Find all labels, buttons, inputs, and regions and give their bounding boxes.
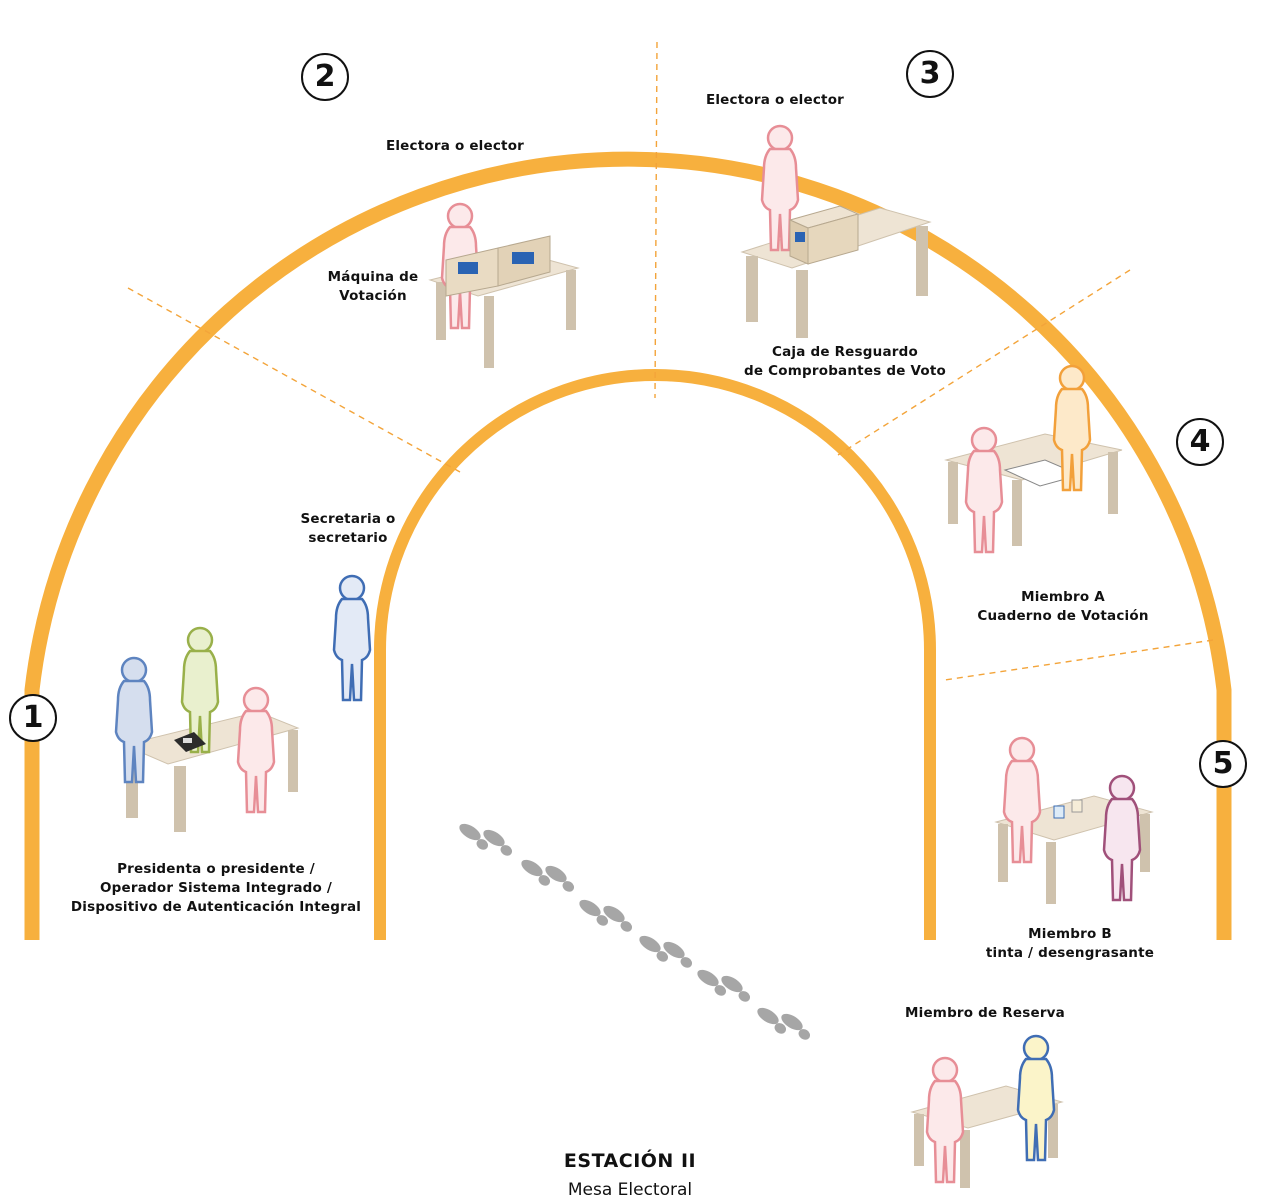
station-badge-4: 4 (1176, 418, 1224, 466)
station-title: ESTACIÓN II (563, 1150, 697, 1172)
voter-figure-5 (1002, 736, 1042, 864)
footprints-icon (455, 820, 815, 1042)
label-miembro-a: Miembro A Cuaderno de Votación (977, 589, 1149, 624)
voting-machine-icon (445, 235, 551, 297)
station-badge-1: 1 (9, 694, 57, 742)
station-badge-5: 5 (1199, 740, 1247, 788)
label-miembro-b: Miembro B tinta / desengrasante (985, 926, 1155, 961)
president-figure (114, 656, 154, 784)
label-president: Presidenta o presidente / Operador Siste… (70, 861, 362, 915)
fingerprint-device-icon (174, 732, 206, 752)
label-elector-3: Electora o elector (705, 92, 845, 108)
miembro-b-figure (1102, 774, 1142, 902)
station-badge-2: 2 (301, 53, 349, 101)
label-reserve: Miembro de Reserva (904, 1005, 1065, 1021)
outer-arch (24, 151, 1232, 940)
station-badge-3: 3 (906, 50, 954, 98)
inner-arch (374, 369, 936, 940)
label-elector-2: Electora o elector (385, 138, 525, 154)
ballot-box-icon (788, 205, 860, 265)
label-voting-machine: Máquina de Votación (327, 269, 419, 304)
label-secretary: Secretaria o secretario (300, 511, 396, 546)
elector-figure-1 (236, 686, 276, 814)
label-ballot-box: Caja de Resguardo de Comprobantes de Vot… (744, 344, 946, 379)
station-subtitle: Mesa Electoral (567, 1180, 693, 1200)
ink-cup-icon (1053, 799, 1083, 819)
voter-figure-reserve (925, 1056, 965, 1184)
secretary-figure (332, 574, 372, 702)
zone-dividers (127, 41, 1214, 681)
